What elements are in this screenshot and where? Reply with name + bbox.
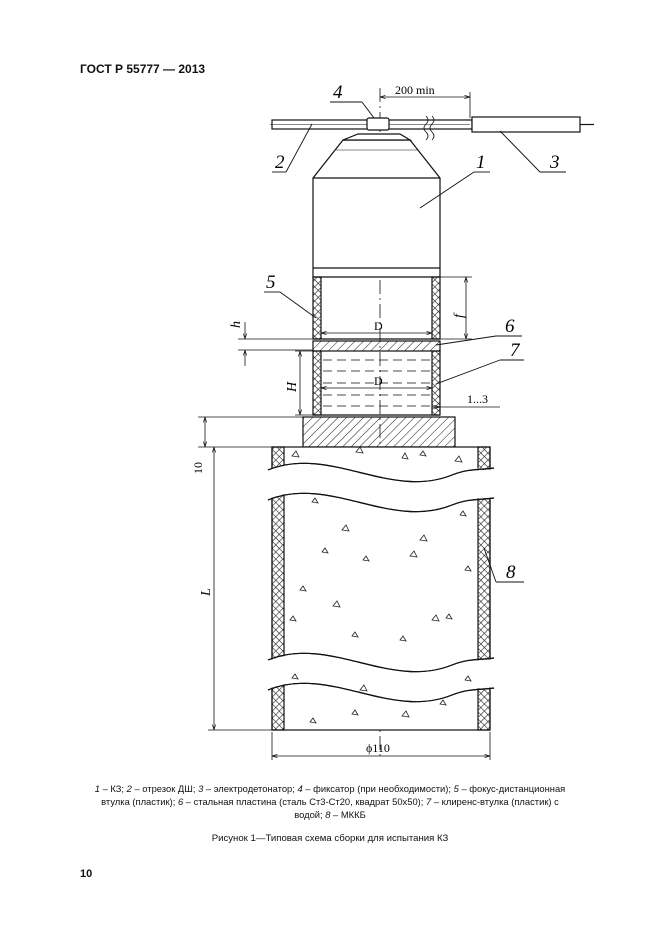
dim-f: f	[452, 312, 467, 318]
figure-caption: Рисунок 1—Типовая схема сборки для испыт…	[211, 833, 449, 844]
steel-plate	[312, 340, 441, 352]
dim-gap: 1...3	[467, 392, 488, 406]
legend-text-5: – фокус-дистанционная втулка (пластик);	[101, 783, 566, 807]
dim-d-lower: D	[374, 374, 383, 388]
callout-8: 8	[506, 562, 516, 583]
legend-num-7: 7	[426, 796, 432, 807]
dim-d-upper: D	[374, 319, 383, 333]
legend-text-6: – стальная пластина (сталь Ст3-Ст20, ква…	[183, 796, 426, 807]
dim-H: H	[285, 381, 300, 393]
dim-phi-110: ϕ110	[366, 741, 390, 755]
callout-1: 1	[476, 152, 486, 173]
legend-num-5: 5	[453, 783, 459, 794]
callout-3: 3	[549, 152, 560, 173]
legend-text-3: – электродетонатор;	[203, 783, 298, 794]
legend-num-2: 2	[126, 783, 132, 794]
legend-num-8: 8	[325, 809, 331, 820]
document-header: ГОСТ Р 55777 — 2013	[80, 62, 206, 76]
legend-text-8: – МККБ	[330, 809, 366, 820]
electrodetonator	[471, 116, 581, 133]
callout-7: 7	[510, 340, 521, 361]
callout-6: 6	[505, 316, 515, 337]
callout-4: 4	[333, 82, 343, 103]
figure-legend: 1 – КЗ; 2 – отрезок ДШ; 3 – электродетон…	[90, 782, 570, 821]
legend-num-6: 6	[177, 796, 184, 807]
legend-text-4: – фиксатор (при необходимости);	[302, 783, 454, 794]
legend-num-3: 3	[198, 783, 204, 794]
legend-num-4: 4	[297, 783, 303, 794]
legend-num-1: 1	[94, 783, 100, 794]
charge-body	[312, 139, 441, 278]
legend-text-7: – клиренс-втулка (пластик) с водой;	[294, 796, 559, 820]
legend-text-2: – отрезок ДШ;	[131, 783, 199, 794]
dim-10: 10	[191, 462, 205, 474]
dim-L: L	[199, 588, 214, 597]
page-number: 10	[80, 868, 93, 880]
dim-200-min: 200 min	[395, 83, 435, 97]
fixator	[366, 117, 390, 131]
legend-text-1: – КЗ;	[99, 783, 127, 794]
callout-5: 5	[266, 272, 276, 293]
dim-h: h	[229, 321, 244, 328]
callout-2: 2	[275, 152, 285, 173]
